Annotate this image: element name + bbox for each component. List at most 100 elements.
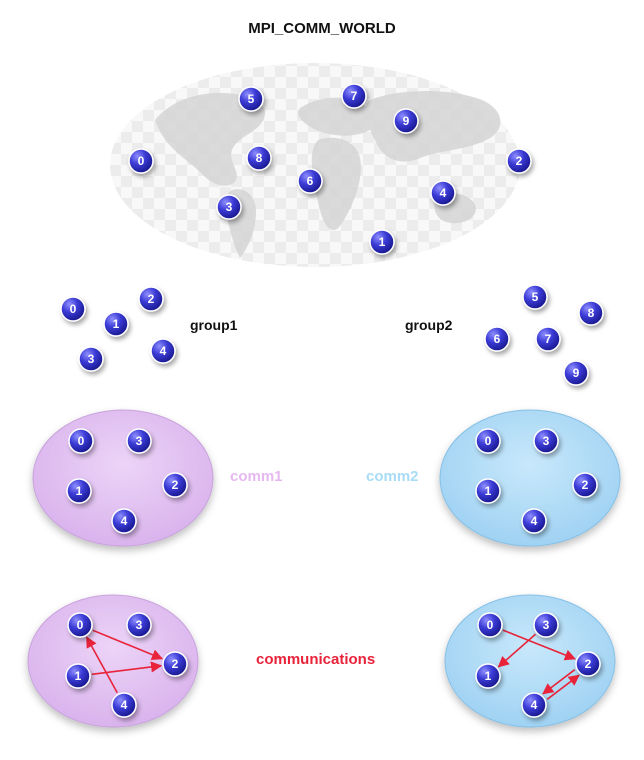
comm1-comms-node-4-circle [111,692,137,718]
comm1-node-4-circle [111,508,137,534]
world-node-5-label: 5 [248,92,255,106]
comm1-comms-node-3-circle [126,612,152,638]
comm2-label: comm2 [366,468,419,485]
world-node-5: 5 [238,86,264,112]
comm2-node-1-circle [475,478,501,504]
comm2-comms-node-1: 1 [475,663,501,689]
group2-node-6-label: 6 [494,332,501,346]
comm1-comms-node-0: 0 [67,612,93,638]
group1-node-1: 1 [103,311,129,337]
group2-node-7: 7 [535,326,561,352]
group1-node-2-label: 2 [148,292,155,306]
world-node-0-circle [128,148,154,174]
group1-node-4-label: 4 [160,344,167,358]
group1-node-3-label: 3 [88,352,95,366]
comm2-comms-node-0: 0 [477,612,503,638]
comm2-arrow-2-to-4 [542,669,576,695]
comm2-comms-node-2-circle [575,651,601,677]
group2-node-8: 8 [578,300,604,326]
world-node-7-label: 7 [351,89,358,103]
group2-node-8-label: 8 [588,306,595,320]
comm2-node-0-circle [475,428,501,454]
comm1-node-4-label: 4 [121,514,128,528]
comm1-arrow-0-to-2 [92,629,164,661]
group2-node-9-circle [563,360,589,386]
group2-node-7-label: 7 [545,332,552,346]
comm1-node-3-label: 3 [136,434,143,448]
group1-label: group1 [190,317,238,333]
world-node-3-circle [216,194,242,220]
comm2-comms-node-1-label: 1 [485,669,492,683]
page-title: MPI_COMM_WORLD [248,20,396,37]
comm2-arrow-0-to-2 [502,629,577,661]
comm1-comms-node-1-circle [65,663,91,689]
comm1-comms-node-0-label: 0 [77,618,84,632]
world-map-continents [155,91,501,258]
comm2-node-0: 0 [475,428,501,454]
group1-node-1-label: 1 [113,317,120,331]
comm2-node-4-label: 4 [531,514,538,528]
comm2-node-3-label: 3 [543,434,550,448]
world-node-6-circle [297,168,323,194]
group2-label: group2 [405,317,453,333]
comm2-comms-node-3-label: 3 [543,618,550,632]
group2-node-6: 6 [484,326,510,352]
world-node-7: 7 [341,83,367,109]
comm1-node-4: 4 [111,508,137,534]
comm2-arrow-3-to-1 [497,633,537,668]
comm1-node-1-circle [66,478,92,504]
comm1-comms-node-2-label: 2 [172,657,179,671]
comm2-comms-node-0-label: 0 [487,618,494,632]
group2-node-8-circle [578,300,604,326]
comm2-node-2-circle [572,472,598,498]
comm1-comms-node-1: 1 [65,663,91,689]
group2-node-5-label: 5 [532,290,539,304]
comm1-comms-node-3-label: 3 [136,618,143,632]
group1-node-2: 2 [138,286,164,312]
world-map [110,63,520,267]
world-node-3-label: 3 [226,200,233,214]
world-node-9-label: 9 [403,114,410,128]
comm2-node-4-circle [521,508,547,534]
comm1-node-2-label: 2 [172,478,179,492]
comm2-comms-node-2-label: 2 [585,657,592,671]
comm2-node-1: 1 [475,478,501,504]
group2-node-7-circle [535,326,561,352]
comm2-comms-node-0-circle [477,612,503,638]
group2-node-9-label: 9 [573,366,580,380]
arrow-layer [86,629,580,700]
comm1-label: comm1 [230,468,283,485]
group2-node-6-circle [484,326,510,352]
comm1-node-0-circle [68,428,94,454]
world-node-2-circle [506,148,532,174]
world-node-2-label: 2 [516,154,523,168]
comm1-node-3-circle [126,428,152,454]
group1-node-3: 3 [78,346,104,372]
comm2-comms-node-1-circle [475,663,501,689]
world-node-4-circle [430,180,456,206]
comm2-node-1-label: 1 [485,484,492,498]
world-node-3: 3 [216,194,242,220]
world-node-4-label: 4 [440,186,447,200]
comm2-comms-node-4-label: 4 [531,698,538,712]
comm1-comms-node-4: 4 [111,692,137,718]
comm1-comms-node-2: 2 [162,651,188,677]
comm2-comms-node-2: 2 [575,651,601,677]
comm2-node-3: 3 [533,428,559,454]
world-node-7-circle [341,83,367,109]
comm2-node-2: 2 [572,472,598,498]
group1-node-1-circle [103,311,129,337]
world-node-0-label: 0 [138,154,145,168]
comm1-node-3: 3 [126,428,152,454]
world-node-8-label: 8 [256,151,263,165]
group1-node-0-label: 0 [70,302,77,316]
world-node-9: 9 [393,108,419,134]
group1-node-0: 0 [60,296,86,322]
group1-node-3-circle [78,346,104,372]
comm1-node-1-label: 1 [76,484,83,498]
comm2-node-2-label: 2 [582,478,589,492]
world-node-9-circle [393,108,419,134]
